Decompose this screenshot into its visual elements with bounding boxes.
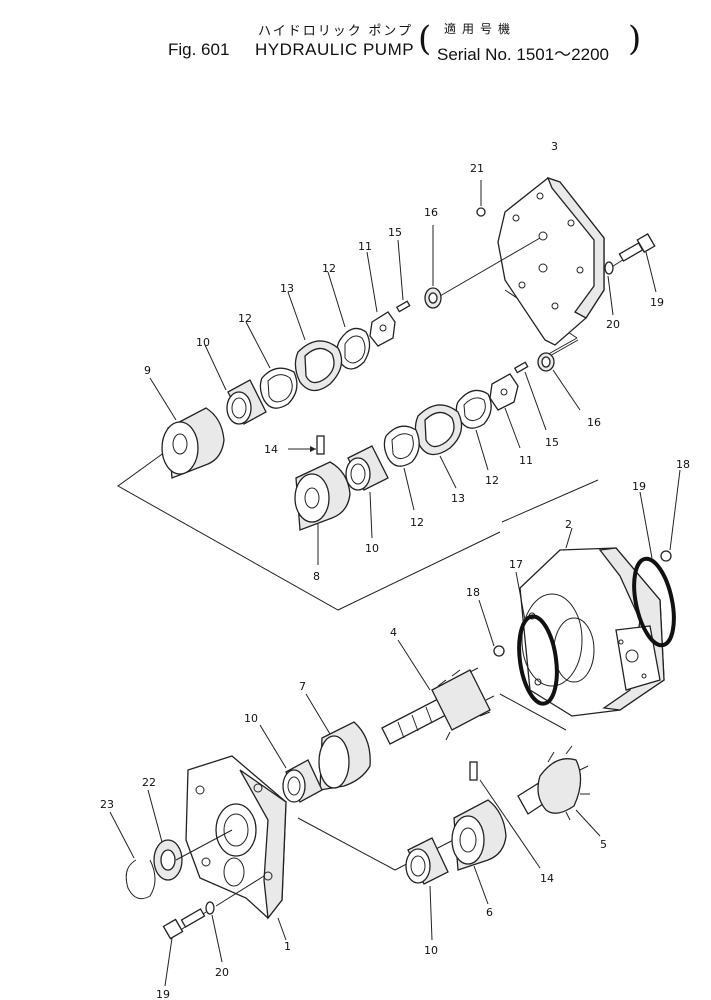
callout-11-lower: 11 [519, 454, 533, 467]
pin-15-upper-part [395, 300, 411, 313]
seal-12-mid-part [259, 367, 298, 409]
callout-8: 8 [313, 570, 320, 583]
callout-10-lower-left: 10 [244, 712, 258, 725]
callout-20-lower: 20 [215, 966, 229, 979]
callout-11-upper: 11 [358, 240, 372, 253]
callout-10-upper: 10 [196, 336, 210, 349]
o-ring-19-rear-part [632, 556, 676, 648]
callout-14-lower: 14 [540, 872, 554, 885]
callout-12-lower: 12 [410, 516, 424, 529]
bearing-10-mid-part [345, 445, 389, 491]
plate-11-lower-part [489, 373, 519, 411]
callout-23: 23 [100, 798, 114, 811]
washer-20-lower-part [205, 901, 215, 915]
callout-19-lower: 19 [156, 988, 170, 1000]
callout-13-upper: 13 [280, 282, 294, 295]
callout-18-front: 18 [466, 586, 480, 599]
callout-14-upper: 14 [264, 443, 278, 456]
serial-bracket-left: ( [418, 19, 432, 59]
dowel-21-part [476, 207, 486, 217]
bearing-block-9-part [161, 407, 225, 479]
seal-12-lower-part [383, 425, 420, 467]
snap-ring-23-part [125, 859, 156, 900]
callout-18-rear: 18 [676, 458, 690, 471]
callout-13-lower: 13 [451, 492, 465, 505]
callout-10-bottom: 10 [424, 944, 438, 957]
bearing-10-upper-part [226, 379, 267, 425]
gasket-13-upper-part [294, 340, 343, 392]
figure-number: Fig. 601 [168, 40, 230, 59]
callout-4: 4 [390, 626, 397, 639]
callout-7: 7 [299, 680, 306, 693]
serial-range: Serial No. 1501～2200 [437, 45, 610, 64]
callout-19-rear: 19 [632, 480, 646, 493]
callout-labels: 3 21 16 15 11 12 13 12 10 9 19 20 16 15 … [100, 140, 690, 1000]
pin-15-lower-part [513, 361, 529, 374]
callout-9: 9 [144, 364, 151, 377]
gasket-13-lower-part [414, 404, 463, 456]
bolt-19-lower-part [162, 908, 207, 940]
bearing-block-6-part [451, 799, 507, 871]
plate-11-upper-part [369, 311, 396, 347]
bushing-16-lower-part [537, 352, 555, 372]
callout-15-lower: 15 [545, 436, 559, 449]
pin-14-lower-part [469, 761, 478, 781]
seal-18-rear-part [660, 550, 672, 562]
bushing-16-upper-part [424, 287, 442, 309]
washer-20-upper-part [604, 261, 614, 316]
callout-12-mid: 12 [238, 312, 252, 325]
axis-line-lower [547, 339, 579, 358]
callout-1: 1 [284, 940, 291, 953]
callout-12-upper: 12 [322, 262, 336, 275]
callout-16-lower: 16 [587, 416, 601, 429]
group-bracket-housing-left [499, 693, 567, 731]
callout-6: 6 [486, 906, 493, 919]
group-bracket-rear-2 [544, 337, 578, 357]
callout-12-right: 12 [485, 474, 499, 487]
bearing-10-bottom-part [405, 837, 449, 885]
bearing-block-8-part [294, 461, 351, 531]
callout-3: 3 [551, 140, 558, 153]
callout-2: 2 [565, 518, 572, 531]
driven-gear-part [517, 745, 590, 821]
bearing-10-lower-left-part [282, 759, 323, 803]
bearing-block-7-part [318, 721, 371, 791]
callout-20-upper: 20 [606, 318, 620, 331]
o-ring-17-front-part [517, 614, 559, 706]
callout-19-upper: 19 [650, 296, 664, 309]
callout-5: 5 [600, 838, 607, 851]
serial-bracket-right: ) [628, 19, 642, 59]
group-bracket-housing-right [501, 479, 599, 523]
oil-seal-22-part [153, 839, 183, 881]
callout-16-upper: 16 [424, 206, 438, 219]
pump-housing-part [519, 547, 665, 717]
callout-15-upper: 15 [388, 226, 402, 239]
seal-18-front-part [493, 645, 505, 657]
callout-10-mid: 10 [365, 542, 379, 555]
bolt-19-upper-part [609, 233, 656, 269]
group-bracket-upper [117, 451, 501, 611]
callout-21: 21 [470, 162, 484, 175]
diagram-title: HYDRAULIC PUMP [255, 40, 415, 59]
callout-22: 22 [142, 776, 156, 789]
callout-17: 17 [509, 558, 523, 571]
drive-gear-shaft-part [381, 667, 495, 745]
japanese-serial-label: 適用号機 [444, 22, 517, 36]
rear-cover-part [497, 176, 605, 346]
japanese-title: ハイドロリック ポンプ [258, 23, 413, 38]
pin-14-upper-part [316, 435, 325, 455]
axis-line-upper [439, 237, 541, 297]
